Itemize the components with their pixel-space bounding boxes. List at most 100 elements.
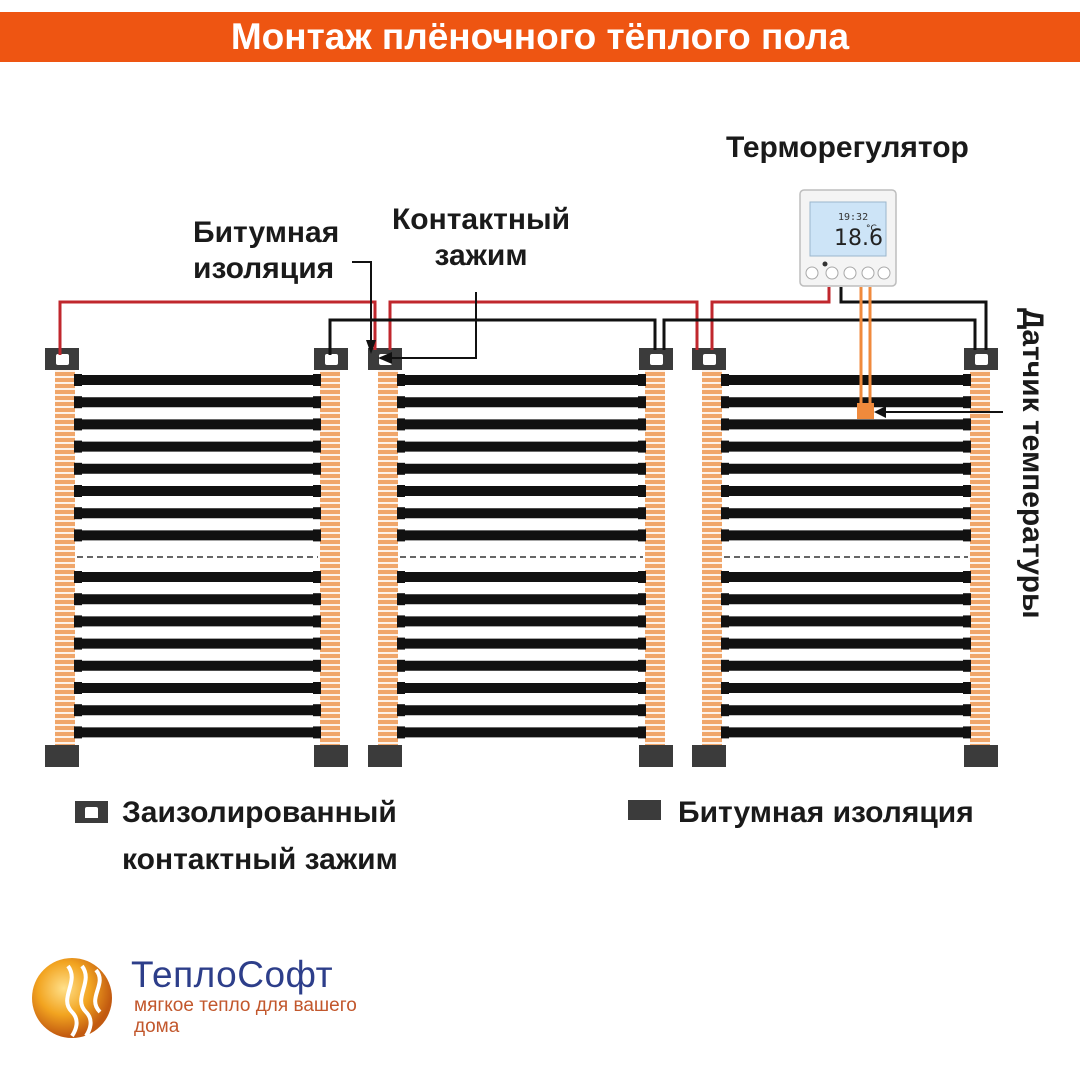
strip-contact	[638, 704, 646, 717]
strip-contact	[721, 485, 729, 497]
bitumen-insulation	[45, 745, 79, 767]
bitumen-insulation	[692, 745, 726, 767]
neutral-wire	[839, 287, 988, 350]
strip-contact	[397, 529, 405, 542]
carbon-strip	[75, 486, 320, 496]
strip-contact	[313, 374, 321, 386]
carbon-strip	[398, 705, 645, 716]
thermostat-time: 19:32	[838, 212, 868, 223]
brand-name: ТеплоСофт	[131, 954, 334, 995]
film-panels	[45, 348, 998, 767]
strip-contact	[313, 440, 321, 453]
copper-bus-left	[55, 368, 75, 746]
strip-contact	[638, 637, 646, 650]
temperature-sensor	[857, 287, 874, 419]
strip-contact	[721, 571, 729, 583]
strip-contact	[638, 507, 646, 520]
carbon-strip	[75, 683, 320, 693]
strip-contact	[963, 659, 971, 672]
thermostat-button	[877, 266, 891, 280]
strip-contact	[638, 659, 646, 672]
strip-contact	[313, 571, 321, 583]
strip-contact	[721, 440, 729, 453]
strip-contact	[638, 593, 646, 606]
strip-contact	[963, 440, 971, 453]
contact-clamp-pointer	[390, 292, 477, 359]
strip-contact	[397, 659, 405, 672]
strip-contact	[721, 418, 729, 431]
strip-contact	[638, 682, 646, 694]
bitumen-insulation	[314, 745, 348, 767]
insulated-clamp-window	[56, 354, 69, 365]
strip-contact	[721, 682, 729, 694]
strip-contact	[74, 637, 82, 650]
carbon-strip	[75, 397, 320, 408]
strip-contact	[963, 615, 971, 628]
strip-contact	[397, 637, 405, 650]
brand-logo-icon	[32, 958, 112, 1038]
carbon-strip	[398, 375, 645, 385]
copper-bus-left	[702, 368, 722, 746]
insulated-clamp-legend-icon	[75, 801, 108, 823]
carbon-strip	[75, 530, 320, 541]
film-panel	[692, 348, 998, 767]
strip-contact	[313, 507, 321, 520]
carbon-strip	[722, 705, 970, 716]
neutral-wire	[662, 318, 977, 350]
carbon-strip	[398, 683, 645, 693]
carbon-strip	[75, 660, 320, 671]
carbon-strip	[722, 530, 970, 541]
carbon-strip	[398, 397, 645, 408]
film-panel	[45, 348, 348, 767]
copper-bus-right	[645, 368, 665, 746]
strip-contact	[397, 615, 405, 628]
carbon-strip	[398, 616, 645, 627]
carbon-strip	[722, 508, 970, 519]
thermostat-button	[861, 266, 875, 280]
strip-contact	[74, 374, 82, 386]
carbon-strip	[722, 572, 970, 582]
strip-contact	[721, 507, 729, 520]
strip-contact	[313, 726, 321, 739]
strip-contact	[721, 593, 729, 606]
strip-contact	[74, 462, 82, 475]
carbon-strip	[722, 727, 970, 738]
strip-contact	[74, 704, 82, 717]
strip-contact	[638, 726, 646, 739]
strip-contact	[397, 440, 405, 453]
strip-contact	[397, 462, 405, 475]
carbon-strip	[722, 419, 970, 430]
carbon-strip	[398, 594, 645, 605]
strip-contact	[721, 529, 729, 542]
strip-contact	[74, 571, 82, 583]
strip-contact	[963, 507, 971, 520]
bitumen-insulation-pointer	[352, 261, 372, 344]
strip-contact	[963, 682, 971, 694]
carbon-strip	[722, 486, 970, 496]
strip-contact	[313, 637, 321, 650]
insulated-clamp-window	[975, 354, 988, 365]
carbon-strip	[75, 616, 320, 627]
strip-contact	[313, 704, 321, 717]
thermostat-label: Терморегулятор	[726, 131, 969, 164]
strip-contact	[397, 396, 405, 409]
temperature-sensor-label: Датчик температуры	[1016, 308, 1049, 619]
strip-contact	[74, 396, 82, 409]
strip-contact	[721, 374, 729, 386]
strip-contact	[397, 571, 405, 583]
strip-contact	[963, 704, 971, 717]
strip-contact	[397, 418, 405, 431]
carbon-strip	[75, 727, 320, 738]
carbon-strip	[75, 508, 320, 519]
wiring	[58, 287, 988, 355]
strip-contact	[963, 418, 971, 431]
phase-wire	[710, 287, 831, 350]
strip-contact	[963, 637, 971, 650]
strip-contact	[963, 529, 971, 542]
carbon-strip	[722, 638, 970, 649]
carbon-strip	[722, 594, 970, 605]
carbon-strip	[722, 660, 970, 671]
strip-contact	[313, 529, 321, 542]
strip-contact	[74, 593, 82, 606]
